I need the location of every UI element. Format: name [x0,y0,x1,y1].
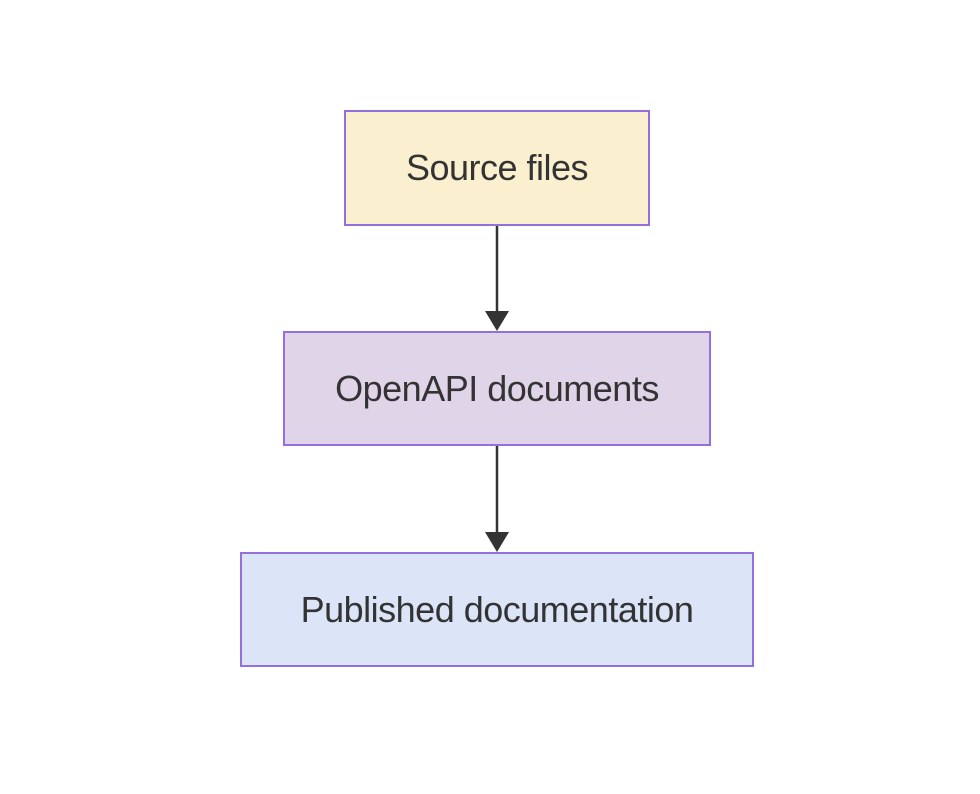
arrowhead-down-icon [485,532,509,552]
arrowhead-down-icon [485,311,509,331]
edge-arrow-source-to-openapi [485,226,509,331]
node-source-files-label: Source files [405,147,589,188]
node-published-documentation-label: Published documentation [300,588,694,630]
edge-arrow-openapi-to-published [485,446,509,552]
node-openapi-documents-label: OpenAPI documents [335,367,659,409]
node-source-files: Source files [344,110,650,226]
node-openapi-documents: OpenAPI documents [283,331,711,446]
node-published-documentation: Published documentation [240,552,754,667]
